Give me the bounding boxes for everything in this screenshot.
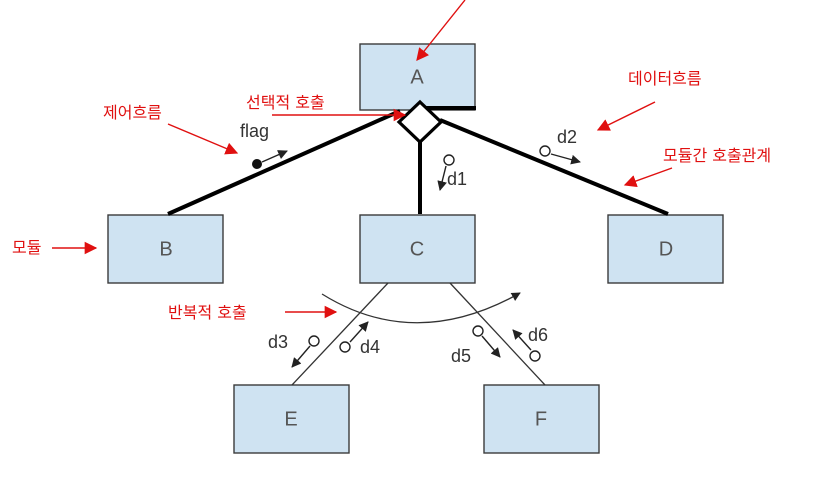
call-line-c-e xyxy=(291,282,389,386)
d5-label: d5 xyxy=(451,346,471,366)
module-c: C xyxy=(359,214,476,284)
module-b: B xyxy=(107,214,224,284)
module-c-label: C xyxy=(410,238,424,260)
data-flag-d1-circle-icon xyxy=(443,154,455,166)
annotation-control-flow-arrow xyxy=(167,123,239,155)
module-d: D xyxy=(607,214,724,284)
annotation-control-flow: 제어흐름 xyxy=(103,103,162,122)
annotation-selective-call: 선택적 호출 xyxy=(246,93,325,112)
control-flag-dot-icon xyxy=(252,159,262,169)
module-a-label: A xyxy=(410,66,424,88)
annotation-call-relation: 모듈간 호출관계 xyxy=(663,146,771,165)
call-line-c-f xyxy=(449,282,546,386)
module-a: A xyxy=(359,43,476,111)
data-flag-d1: d1 xyxy=(437,154,467,191)
d2-label: d2 xyxy=(557,127,577,147)
iteration-arc-icon xyxy=(321,292,521,324)
module-e: E xyxy=(233,384,350,454)
data-flag-d4: d4 xyxy=(339,321,380,357)
control-flag-arrow-icon xyxy=(261,150,288,163)
annotation-module: 모듈 xyxy=(12,238,41,257)
module-e-label: E xyxy=(284,408,297,430)
d6-label: d6 xyxy=(528,325,548,345)
data-flag-d6-arrow-icon xyxy=(512,329,532,351)
d1-label: d1 xyxy=(447,169,467,189)
module-d-label: D xyxy=(659,238,673,260)
data-flag-d6: d6 xyxy=(512,325,548,362)
d4-label: d4 xyxy=(360,337,380,357)
flag-label: flag xyxy=(240,121,269,141)
annotation-iterative-call: 반복적 호출 xyxy=(168,303,247,322)
data-flag-d2-arrow-icon xyxy=(550,153,581,165)
data-flag-d6-circle-icon xyxy=(529,350,541,362)
call-line-a-d xyxy=(439,118,669,216)
data-flag-d5-arrow-icon xyxy=(481,335,501,358)
data-flag-d5-circle-icon xyxy=(472,325,484,337)
data-flag-d5: d5 xyxy=(451,325,501,366)
data-flag-d4-arrow-icon xyxy=(349,321,369,343)
control-flag: flag xyxy=(240,121,288,169)
data-flag-d3-arrow-icon xyxy=(291,345,311,368)
annotation-data-flow: 데이터흐름 xyxy=(628,69,702,88)
data-flag-d4-circle-icon xyxy=(339,341,351,353)
data-flag-d3-circle-icon xyxy=(308,335,320,347)
module-f-label: F xyxy=(535,408,547,430)
data-flag-d2: d2 xyxy=(539,127,581,165)
data-flag-d2-circle-icon xyxy=(539,145,551,157)
annotation-call-relation-arrow xyxy=(623,167,673,188)
data-flag-d1-arrow-icon xyxy=(437,165,447,191)
module-f: F xyxy=(483,384,600,454)
annotation-data-flow-arrow xyxy=(596,101,656,131)
module-b-label: B xyxy=(159,238,172,260)
module-a-pointer-arrow xyxy=(416,0,466,61)
call-line-a-b xyxy=(167,109,401,216)
d3-label: d3 xyxy=(268,332,288,352)
data-flag-d3: d3 xyxy=(268,332,320,368)
